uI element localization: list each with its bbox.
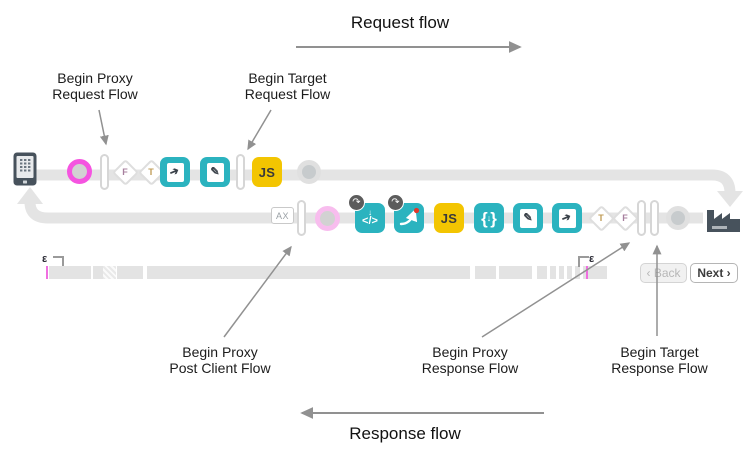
pointer-proxy-request: [98, 109, 109, 146]
label-line: Response Flow: [611, 360, 708, 376]
flow-end-node[interactable]: [666, 206, 690, 230]
timeline-cursor-tick: [46, 266, 48, 279]
condition-node-false[interactable]: F: [612, 205, 639, 232]
timeline-segment[interactable]: [550, 266, 556, 279]
label-line: Begin Proxy: [432, 344, 508, 360]
label-begin-proxy-post-client-flow: Begin Proxy Post Client Flow: [150, 344, 290, 376]
timeline-start-epsilon: ε: [42, 253, 48, 265]
document-icon: ➔: [166, 162, 184, 182]
flow-separator-bar[interactable]: [100, 154, 109, 190]
flow-separator-bar[interactable]: [297, 200, 306, 236]
response-flow-label: Response flow: [349, 424, 461, 443]
policy-assign-message-node[interactable]: ✎: [513, 203, 543, 233]
timeline-segment[interactable]: [475, 266, 496, 279]
loop-badge-icon: ↷: [348, 194, 365, 211]
label-begin-target-request-flow: Begin Target Request Flow: [230, 70, 345, 102]
label-line: Request Flow: [52, 86, 138, 102]
timeline-cursor-tick: [586, 266, 588, 279]
timeline-segment[interactable]: [93, 266, 103, 279]
label-line: Response Flow: [421, 360, 519, 376]
braces-icon: { ↓ }: [481, 210, 497, 227]
label-line: Request Flow: [244, 86, 331, 102]
timeline-segment[interactable]: [147, 266, 470, 279]
pencil-icon: ✎: [210, 165, 220, 178]
label-line: Begin Target: [248, 70, 327, 86]
flow-separator-bar[interactable]: [236, 154, 245, 190]
loop-badge-icon: ↷: [387, 194, 404, 211]
timeline-start-bracket: [53, 256, 64, 267]
timeline-segment[interactable]: [117, 266, 143, 279]
curved-arrow-icon: [399, 207, 420, 226]
label-line: Begin Target: [620, 344, 699, 360]
label-begin-proxy-request-flow: Begin Proxy Request Flow: [40, 70, 150, 102]
condition-letter: T: [598, 213, 604, 223]
code-glyph: </>: [362, 215, 378, 227]
next-button[interactable]: Next ›: [690, 263, 738, 283]
proxy-endpoint-node[interactable]: [315, 206, 340, 231]
policy-callout-node[interactable]: ➔: [552, 203, 582, 233]
target-factory-icon[interactable]: [705, 205, 742, 234]
timeline-end-epsilon: ε: [589, 253, 595, 265]
label-line: Post Client Flow: [169, 360, 271, 376]
condition-letter: F: [122, 167, 128, 177]
label-line: Begin Proxy: [57, 70, 133, 86]
forward-arrow-icon: ➔: [168, 164, 182, 179]
pencil-icon: ✎: [523, 211, 533, 224]
request-flow-label: Request flow: [350, 13, 450, 32]
policy-javascript-node[interactable]: JS: [252, 157, 282, 187]
timeline-segment[interactable]: [559, 266, 564, 279]
code-icon: ↓ </>: [362, 209, 378, 227]
client-phone-icon[interactable]: [13, 152, 37, 186]
label-begin-target-response-flow: Begin Target Response Flow: [592, 344, 727, 376]
policy-callout-node[interactable]: ➔: [160, 157, 190, 187]
alert-dot-icon: [413, 207, 420, 214]
document-icon: ➔: [558, 208, 576, 228]
policy-javascript-node[interactable]: JS: [434, 203, 464, 233]
pointer-target-request: [247, 109, 272, 151]
label-line: Begin Proxy: [182, 344, 258, 360]
policy-assign-message-node[interactable]: ✎: [200, 157, 230, 187]
timeline-end-bracket: [578, 256, 589, 267]
policy-extract-variables-node[interactable]: { ↓ }: [474, 203, 504, 233]
brace-right: }: [490, 208, 497, 228]
timeline-segment[interactable]: [537, 266, 547, 279]
timeline-segment[interactable]: [567, 266, 572, 279]
response-arrowhead-icon: [17, 187, 43, 204]
flow-end-node[interactable]: [297, 160, 321, 184]
flow-separator-bar[interactable]: [637, 200, 646, 236]
document-icon: ✎: [519, 208, 537, 228]
timeline-segment[interactable]: [499, 266, 532, 279]
proxy-endpoint-node[interactable]: [67, 159, 92, 184]
flow-separator-bar[interactable]: [650, 200, 659, 236]
condition-node-true[interactable]: T: [588, 205, 615, 232]
forward-arrow-icon: ➔: [560, 210, 574, 225]
timeline-bar[interactable]: [46, 266, 608, 279]
document-icon: ✎: [206, 162, 224, 182]
condition-node-false[interactable]: F: [112, 159, 139, 186]
timeline-segment[interactable]: [575, 266, 580, 279]
analytics-marker[interactable]: AX: [271, 207, 294, 224]
timeline-segment[interactable]: [103, 266, 116, 279]
back-button[interactable]: ‹ Back: [640, 263, 687, 283]
pointer-post-client: [223, 245, 292, 338]
timeline-segment[interactable]: [49, 266, 91, 279]
condition-letter: F: [622, 213, 628, 223]
pointer-proxy-response: [481, 242, 631, 338]
label-begin-proxy-response-flow: Begin Proxy Response Flow: [400, 344, 540, 376]
